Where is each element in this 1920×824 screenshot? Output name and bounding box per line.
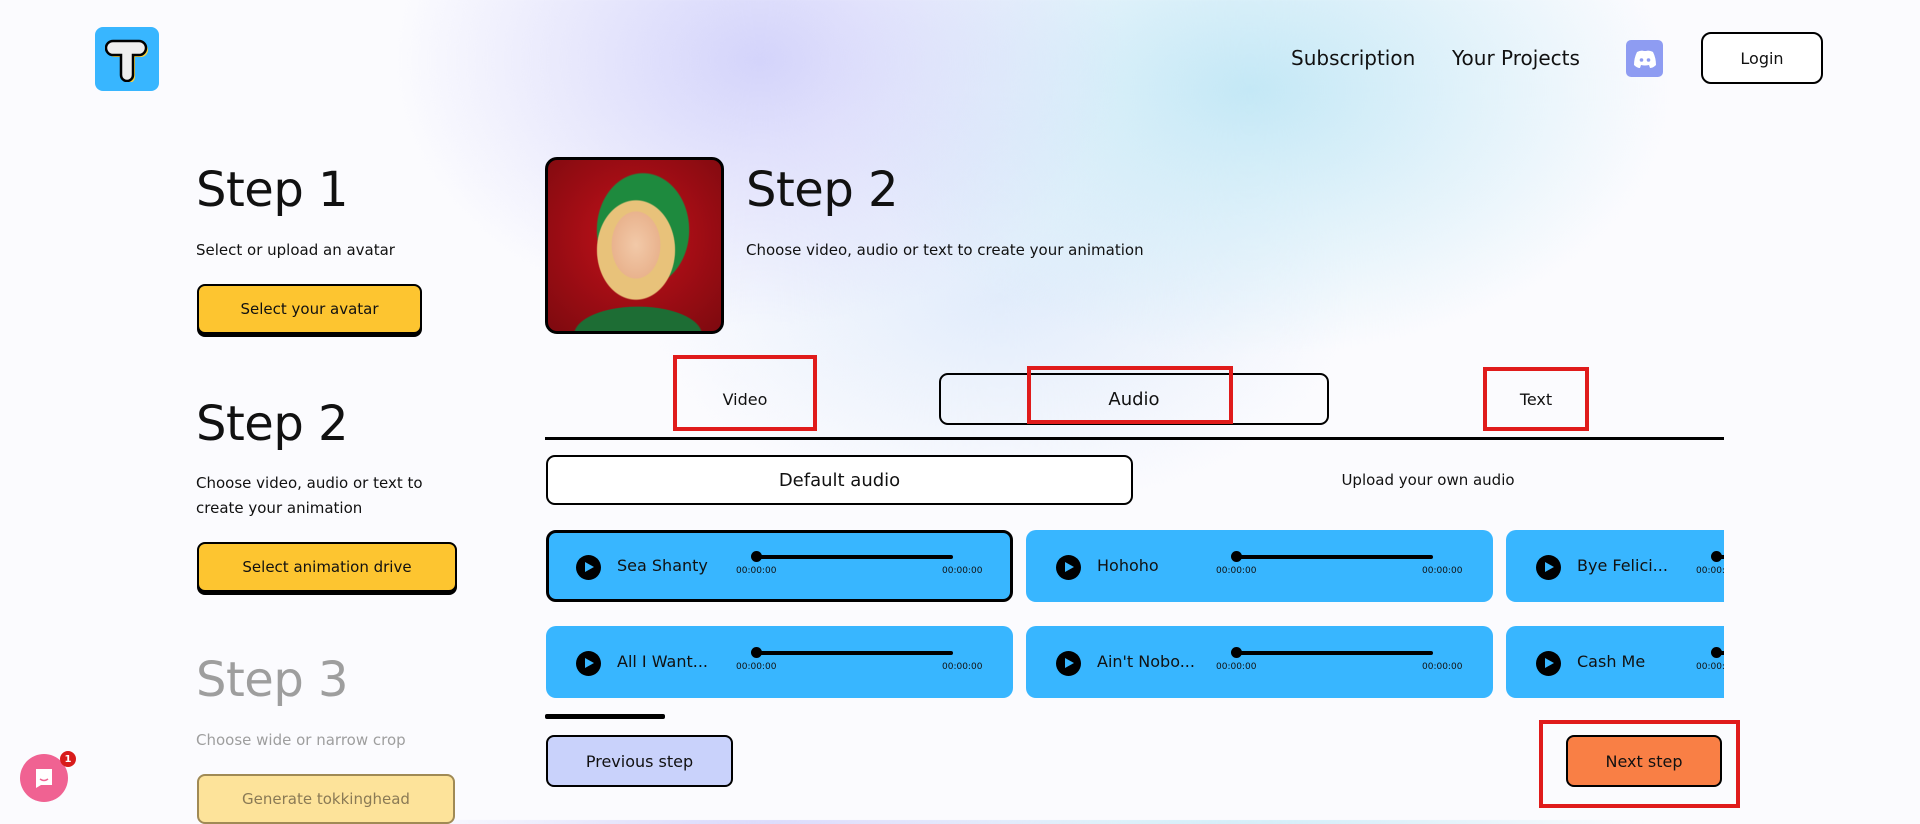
play-icon[interactable] <box>576 651 601 676</box>
highlight-box-text <box>1483 367 1589 431</box>
audio-progress-slider[interactable] <box>751 647 953 658</box>
tab-video[interactable]: Video <box>722 390 768 409</box>
audio-current-time: 00:00:00 <box>736 566 777 576</box>
slider-knob[interactable] <box>1711 647 1722 658</box>
nav-your-projects[interactable]: Your Projects <box>1452 46 1580 70</box>
highlight-box-audio <box>1027 366 1233 424</box>
audio-current-time: 00:00:00 <box>1696 662 1724 672</box>
avatar-image <box>545 157 724 334</box>
audio-current-time: 00:00:00 <box>1216 662 1257 672</box>
play-icon[interactable] <box>576 555 601 580</box>
audio-progress-slider[interactable] <box>1231 551 1433 562</box>
subtab-upload-audio[interactable]: Upload your own audio <box>1341 471 1515 489</box>
audio-card[interactable]: Sea Shanty 00:00:00 00:00:00 <box>546 530 1013 602</box>
step2-desc: Choose video, audio or text to create yo… <box>196 474 423 517</box>
audio-progress-slider[interactable] <box>1711 647 1724 658</box>
tab-audio[interactable]: Audio <box>939 373 1329 425</box>
select-avatar-button[interactable]: Select your avatar <box>197 284 422 334</box>
previous-step-button[interactable]: Previous step <box>546 735 733 787</box>
subtab-default-audio[interactable]: Default audio <box>546 455 1133 505</box>
slider-knob[interactable] <box>1711 551 1722 562</box>
chat-icon <box>36 769 52 788</box>
main-step-desc: Choose video, audio or text to create yo… <box>746 241 1144 259</box>
notification-badge: 1 <box>60 751 76 767</box>
audio-card[interactable]: Hohoho 00:00:00 00:00:00 <box>1026 530 1493 602</box>
logo-t-icon <box>105 39 148 82</box>
play-icon[interactable] <box>1056 555 1081 580</box>
audio-title: All I Want... <box>617 652 708 671</box>
step1-desc: Select or upload an avatar <box>196 241 395 259</box>
audio-progress-slider[interactable] <box>1231 647 1433 658</box>
audio-current-time: 00:00:00 <box>1696 566 1724 576</box>
scrollbar-thumb[interactable] <box>545 714 665 719</box>
audio-title: Hohoho <box>1097 556 1159 575</box>
audio-card[interactable]: All I Want... 00:00:00 00:00:00 <box>546 626 1013 698</box>
audio-title: Ain't Nobo... <box>1097 652 1195 671</box>
audio-card-list: Sea Shanty 00:00:00 00:00:00 Hohoho 00:0… <box>546 530 1724 700</box>
highlight-box-video <box>673 355 817 431</box>
audio-duration: 00:00:00 <box>1422 662 1463 672</box>
slider-knob[interactable] <box>1231 647 1242 658</box>
select-animation-drive-button[interactable]: Select animation drive <box>197 542 457 592</box>
slider-knob[interactable] <box>751 551 762 562</box>
audio-current-time: 00:00:00 <box>736 662 777 672</box>
tabs-divider <box>545 437 1724 440</box>
step3-desc: Choose wide or narrow crop <box>196 731 406 749</box>
login-button[interactable]: Login <box>1701 32 1823 84</box>
audio-title: Bye Felici... <box>1577 556 1668 575</box>
slider-knob[interactable] <box>1231 551 1242 562</box>
audio-card[interactable]: Bye Felici... 00:00:00 00:00:00 <box>1506 530 1724 602</box>
step2-title: Step 2 <box>196 396 349 452</box>
play-icon[interactable] <box>1536 651 1561 676</box>
audio-progress-slider[interactable] <box>1711 551 1724 562</box>
tab-text[interactable]: Text <box>1519 390 1553 409</box>
audio-progress-slider[interactable] <box>751 551 953 562</box>
discord-icon[interactable] <box>1626 40 1663 77</box>
step3-title: Step 3 <box>196 652 349 708</box>
audio-duration: 00:00:00 <box>942 566 983 576</box>
highlight-box-next <box>1539 720 1740 808</box>
nav-subscription[interactable]: Subscription <box>1291 46 1416 70</box>
play-icon[interactable] <box>1056 651 1081 676</box>
audio-card[interactable]: Ain't Nobo... 00:00:00 00:00:00 <box>1026 626 1493 698</box>
audio-title: Cash Me <box>1577 652 1646 671</box>
step1-title: Step 1 <box>196 162 349 218</box>
play-icon[interactable] <box>1536 555 1561 580</box>
next-step-button[interactable]: Next step <box>1566 735 1722 787</box>
generate-button: Generate tokkinghead <box>197 774 455 824</box>
audio-card[interactable]: Cash Me 00:00:00 00:00:00 <box>1506 626 1724 698</box>
audio-duration: 00:00:00 <box>1422 566 1463 576</box>
slider-knob[interactable] <box>751 647 762 658</box>
logo[interactable] <box>95 27 159 91</box>
audio-current-time: 00:00:00 <box>1216 566 1257 576</box>
audio-title: Sea Shanty <box>617 556 708 575</box>
audio-duration: 00:00:00 <box>942 662 983 672</box>
main-step-title: Step 2 <box>746 162 899 218</box>
